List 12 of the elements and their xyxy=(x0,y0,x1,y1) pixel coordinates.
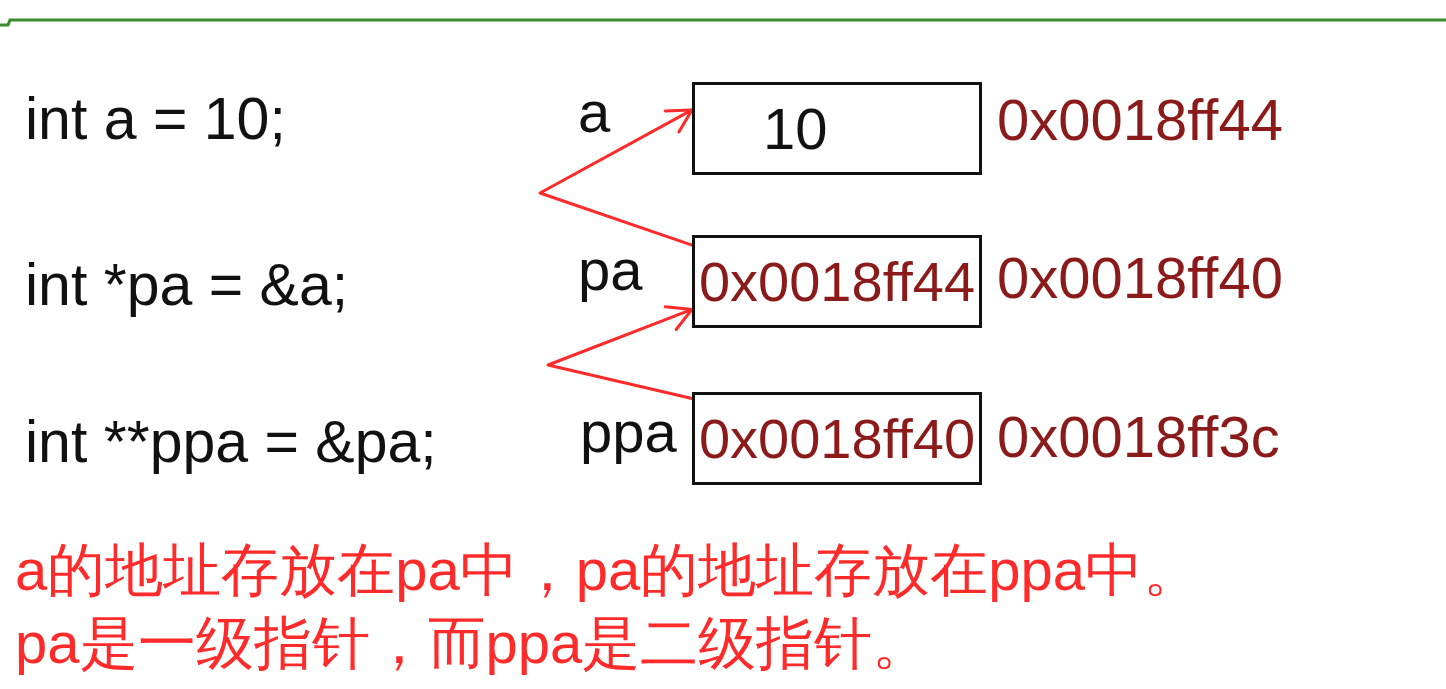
memory-address: 0x0018ff3c xyxy=(997,408,1280,466)
arrow xyxy=(538,108,694,247)
code-line: int a = 10; xyxy=(25,90,286,149)
code-line: int *pa = &a; xyxy=(25,256,349,315)
code-line: int **ppa = &pa; xyxy=(25,413,437,472)
memory-address: 0x0018ff40 xyxy=(997,249,1283,307)
memory-cell: 10 xyxy=(692,82,982,175)
arrow xyxy=(546,305,694,400)
variable-name: a xyxy=(578,83,611,141)
memory-address: 0x0018ff44 xyxy=(997,91,1283,149)
memory-cell: 0x0018ff40 xyxy=(692,392,982,485)
memory-cell: 0x0018ff44 xyxy=(692,235,982,328)
